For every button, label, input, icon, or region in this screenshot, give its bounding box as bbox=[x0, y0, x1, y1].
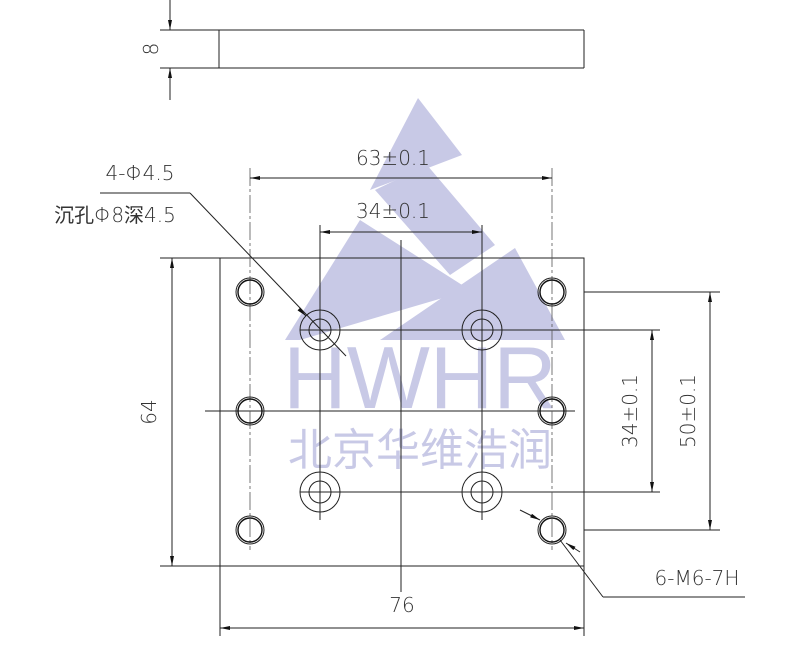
counterbore-holes bbox=[299, 309, 503, 513]
plate-height-label: 64 bbox=[137, 399, 161, 424]
counterbore-callout: 4-Φ4.5 沉孔Φ8深4.5 bbox=[54, 161, 347, 357]
threaded-hole-callout: 6-M6-7H bbox=[519, 509, 745, 598]
plate-width-label: 76 bbox=[389, 593, 414, 617]
threaded-holes bbox=[235, 277, 567, 545]
plate-outline bbox=[219, 257, 585, 567]
center-lines bbox=[205, 168, 720, 592]
inner-spacing-y-label: 34±0.1 bbox=[618, 374, 642, 448]
counterbore-text-1: 4-Φ4.5 bbox=[106, 161, 175, 185]
counterbore-text-2: 沉孔Φ8深4.5 bbox=[54, 203, 176, 227]
inner-spacing-x-label: 34±0.1 bbox=[356, 199, 430, 223]
watermark-logo-text: HWHR bbox=[283, 328, 557, 427]
watermark-company: 北京华维浩润 bbox=[288, 426, 552, 475]
side-view: 8 bbox=[139, 0, 585, 100]
thickness-dimension: 8 bbox=[139, 43, 163, 56]
outer-spacing-x-label: 63±0.1 bbox=[356, 146, 430, 170]
outer-spacing-y-label: 50±0.1 bbox=[676, 374, 700, 448]
dimension-lines bbox=[160, 176, 712, 636]
threaded-holes-text: 6-M6-7H bbox=[655, 566, 740, 590]
